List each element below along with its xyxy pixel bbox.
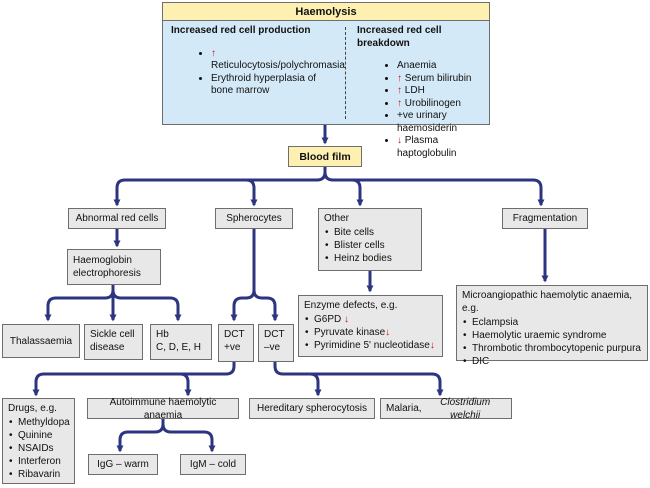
up-arrow-icon: ↑ (397, 72, 402, 84)
connector-film-spherocytes-mid (245, 178, 258, 207)
list-item: Haemolytic uraemic syndrome (462, 329, 642, 342)
list-item: Ribavarin (8, 468, 69, 481)
down-arrow-icon: ↓ (344, 314, 350, 325)
blood-film-node: Blood film (288, 146, 362, 167)
production-title: Increased red cell production (171, 25, 311, 36)
list-item: Heinz bodies (324, 252, 416, 265)
down-arrow-icon: ↓ (397, 135, 402, 146)
connector-spherocytes-dctpos (230, 229, 256, 322)
connector-dctpos-drugs (32, 362, 236, 397)
connector-dctneg-malaria (310, 372, 444, 397)
list-item: Pyruvate kinase↓ (304, 326, 437, 339)
list-item: Eclampsia (462, 316, 642, 329)
connector-dctpos-autoimmune (179, 372, 192, 397)
list-item: G6PD ↓ (304, 313, 437, 326)
up-arrow-icon: ↑ (397, 97, 402, 109)
breakdown-title: Increased red cell breakdown (357, 25, 442, 49)
hb-electrophoresis-node: Haemoglobin electrophoresis (67, 249, 161, 285)
drugs-node: Drugs, e.g. Methyldopa Quinine NSAIDs In… (2, 398, 75, 484)
dct-negative-node: DCT –ve (258, 324, 294, 362)
production-column: Increased red cell production ↑ Reticulo… (171, 25, 345, 108)
spherocytes-node: Spherocytes (215, 208, 293, 229)
connector-film-spherocytes (323, 171, 545, 207)
other-node: Other Bite cells Blister cells Heinz bod… (318, 208, 422, 271)
haemolysis-header: Haemolysis (162, 2, 490, 21)
down-arrow-icon: ↓ (429, 340, 435, 351)
hereditary-spherocytosis-node: Hereditary spherocytosis (249, 398, 375, 419)
connector-dctneg-hereditary (273, 362, 322, 397)
list-item: ↓ Plasma haptoglobulin (397, 135, 489, 160)
malaria-node: Malaria, Clostridium welchii (380, 397, 512, 421)
down-arrow-icon: ↓ (385, 327, 391, 338)
igm-cold-node: IgM – cold (180, 454, 246, 475)
up-arrow-icon: ↑ (211, 47, 216, 59)
connector-electrophoresis-hb (111, 289, 182, 322)
breakdown-column: Increased red cell breakdown Anaemia ↑ S… (357, 25, 489, 170)
list-item: +ve urinary haemosiderin (397, 110, 489, 135)
list-item: ↑ Reticulocytosis/polychromasia (211, 47, 345, 73)
hb-cdeh-node: Hb C, D, E, H (150, 324, 212, 360)
column-divider (345, 27, 346, 119)
list-item: DIC (462, 355, 642, 368)
dct-positive-node: DCT +ve (218, 324, 254, 362)
list-item: Pyrimidine 5' nucleotidase↓ (304, 339, 437, 352)
list-item: Anaemia (397, 60, 489, 73)
list-item: ↑ LDH (397, 85, 489, 98)
microangiopathic-node: Microangiopathic haemolytic anaemia, e.g… (456, 285, 648, 368)
connector-film-abnormal (113, 167, 327, 207)
connector-autoimmune-igm (161, 423, 216, 453)
up-arrow-icon: ↑ (397, 85, 402, 96)
list-item: Erythroid hyperplasia of bone marrow (211, 73, 341, 98)
list-item: ↑ Urobilinogen (397, 98, 489, 111)
enzyme-defects-node: Enzyme defects, e.g. G6PD ↓ Pyruvate kin… (298, 295, 443, 357)
sickle-cell-node: Sickle cell disease (84, 324, 143, 360)
list-item: Interferon (8, 455, 69, 468)
connector-spherocytes-dctneg (252, 289, 279, 322)
connector-autoimmune-igg (116, 419, 165, 453)
list-item: Thrombotic thrombocytopenic purpura (462, 342, 642, 355)
connector-film-other (351, 178, 364, 207)
list-item: Bite cells (324, 226, 416, 239)
fragmentation-node: Fragmentation (502, 208, 588, 229)
haemolysis-panel: Increased red cell production ↑ Reticulo… (162, 20, 490, 159)
list-item: NSAIDs (8, 442, 69, 455)
haemolysis-title: Haemolysis (295, 5, 357, 18)
abnormal-red-cells-node: Abnormal red cells (68, 208, 166, 229)
list-item: Blister cells (324, 239, 416, 252)
autoimmune-node: Autoimmune haemolytic anaemia (87, 397, 239, 421)
list-item: Quinine (8, 429, 69, 442)
thalassaemia-node: Thalassaemia (2, 324, 80, 358)
igg-warm-node: IgG – warm (88, 454, 158, 475)
list-item: ↑ Serum bilirubin (397, 73, 489, 86)
connector-electrophoresis-thalassaemia (44, 285, 115, 322)
list-item: Methyldopa (8, 416, 70, 429)
